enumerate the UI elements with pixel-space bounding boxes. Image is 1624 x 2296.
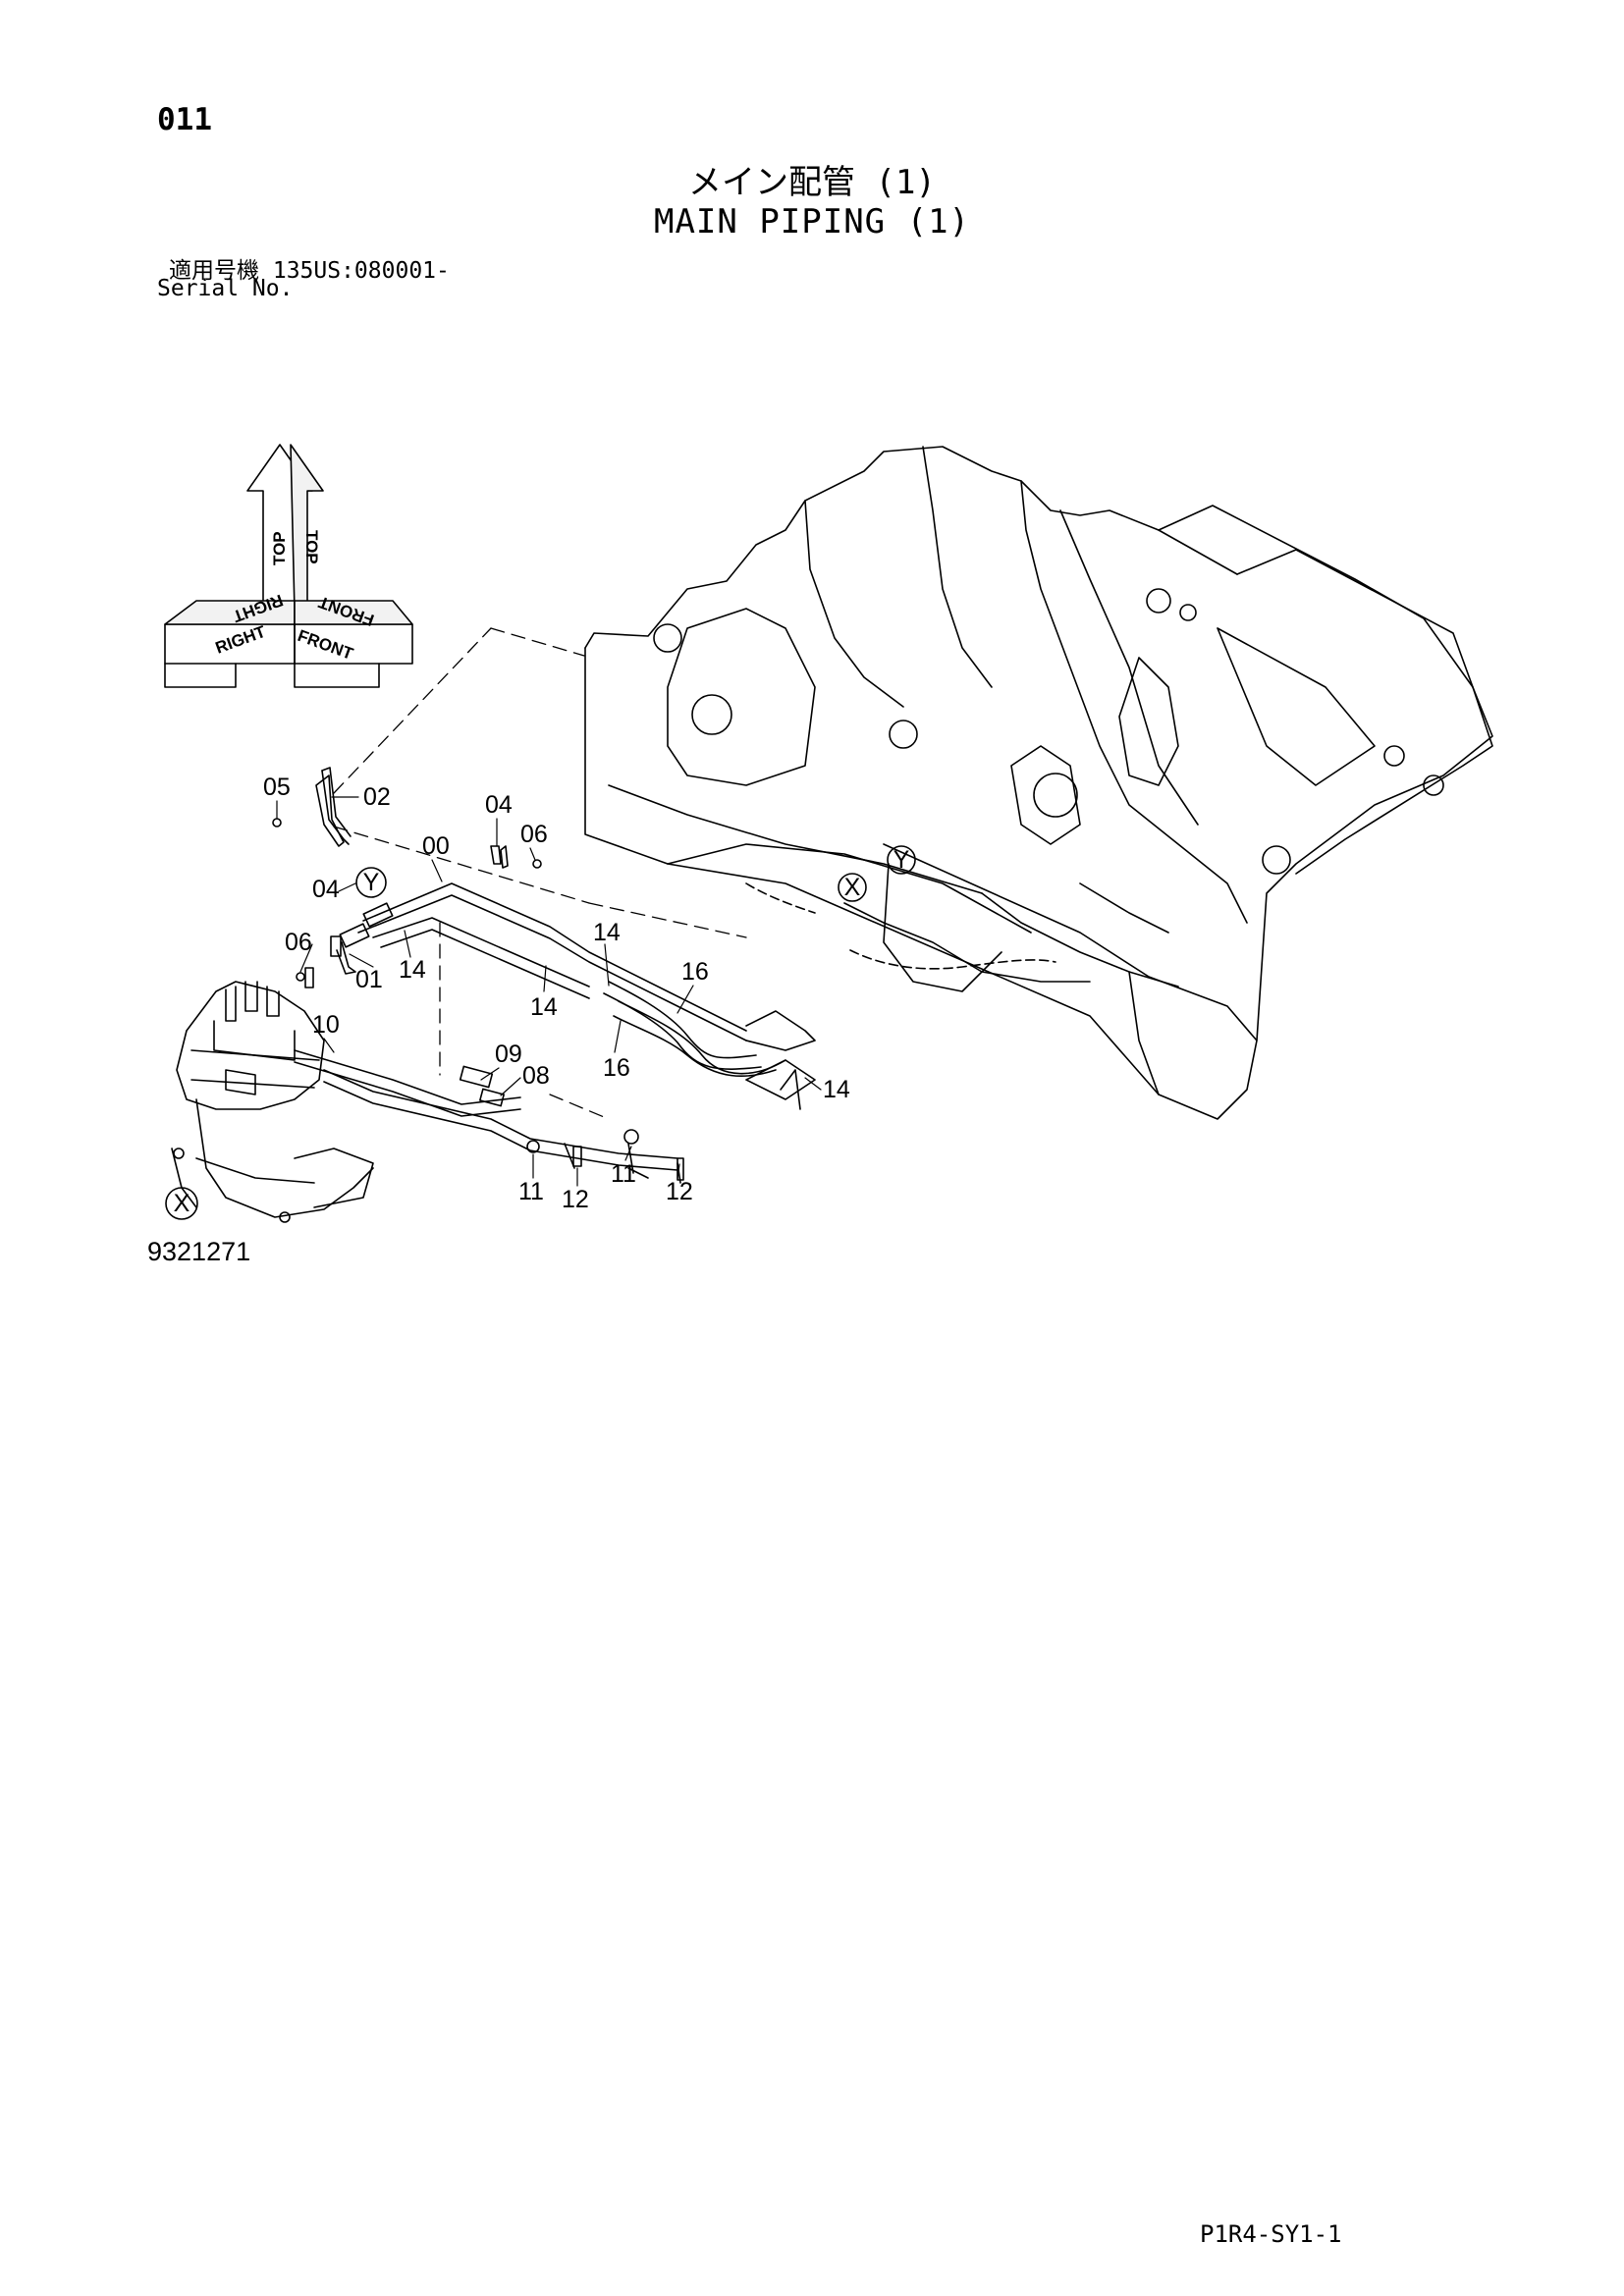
- callout-leaders: [276, 796, 822, 1187]
- callout-02: 02: [363, 783, 391, 811]
- orientation-top-label: TOP: [302, 530, 321, 564]
- callout-12-left: 12: [562, 1186, 589, 1213]
- detail-marker-x: X: [844, 874, 861, 901]
- callout-04-left: 04: [312, 876, 340, 903]
- callout-01: 01: [355, 966, 383, 993]
- callout-08: 08: [522, 1062, 550, 1090]
- callout-09: 09: [495, 1041, 522, 1068]
- callout-16-upper: 16: [681, 958, 709, 986]
- detail-marker-y: Y: [893, 846, 910, 874]
- callout-06-left: 06: [285, 929, 312, 956]
- callout-numbers: 05 02 04 06 00 04 06 01 14 14 14 16 16 1…: [263, 774, 850, 1213]
- orientation-front-label: FRONT: [296, 626, 356, 664]
- title-english: MAIN PIPING (1): [653, 202, 971, 241]
- callout-04-top: 04: [485, 791, 513, 819]
- callout-16-lower: 16: [603, 1054, 630, 1082]
- callout-11-left: 11: [518, 1178, 544, 1205]
- detail-marker-y-circle: [887, 845, 916, 875]
- callout-14-upper: 14: [593, 919, 621, 946]
- callout-14-right: 14: [823, 1076, 850, 1103]
- valve-detail-marker-x-circle: [165, 1187, 198, 1220]
- detail-marker-x-circle: [838, 873, 867, 902]
- frame-detail-markers: Y X: [838, 845, 916, 902]
- serial-number-label: Serial No.: [157, 276, 294, 301]
- leader-dash-lines: [333, 627, 747, 1120]
- serial-applicability: 適用号機 135US:080001-: [169, 258, 450, 284]
- bracket-detail-marker-y-circle: [355, 867, 387, 898]
- page-number: 011: [157, 102, 212, 137]
- callout-05: 05: [263, 774, 291, 801]
- orientation-right-label: RIGHT: [213, 622, 269, 658]
- callout-10: 10: [312, 1011, 340, 1039]
- orientation-indicator: TOP TOP RIGHT RIGHT FRONT FRONT: [164, 444, 413, 688]
- title-japanese: メイン配管 (1): [688, 163, 936, 202]
- callout-06-top: 06: [520, 821, 548, 848]
- callout-14-middle: 14: [530, 993, 558, 1021]
- callout-14-left: 14: [399, 956, 426, 984]
- callout-11-right: 11: [611, 1160, 636, 1188]
- callout-12-right: 12: [666, 1178, 693, 1205]
- sheet-code: P1R4-SY1-1: [1200, 2220, 1342, 2248]
- upper-frame-outline: [584, 446, 1493, 1120]
- control-valve: [171, 981, 374, 1223]
- callout-00: 00: [422, 832, 450, 860]
- figure-number: 9321271: [147, 1237, 251, 1266]
- brackets: [272, 774, 542, 982]
- orientation-top-label-2: TOP: [270, 531, 289, 565]
- bracket-detail-marker-y: Y: [363, 869, 380, 896]
- valve-detail-marker-x: X: [174, 1190, 190, 1217]
